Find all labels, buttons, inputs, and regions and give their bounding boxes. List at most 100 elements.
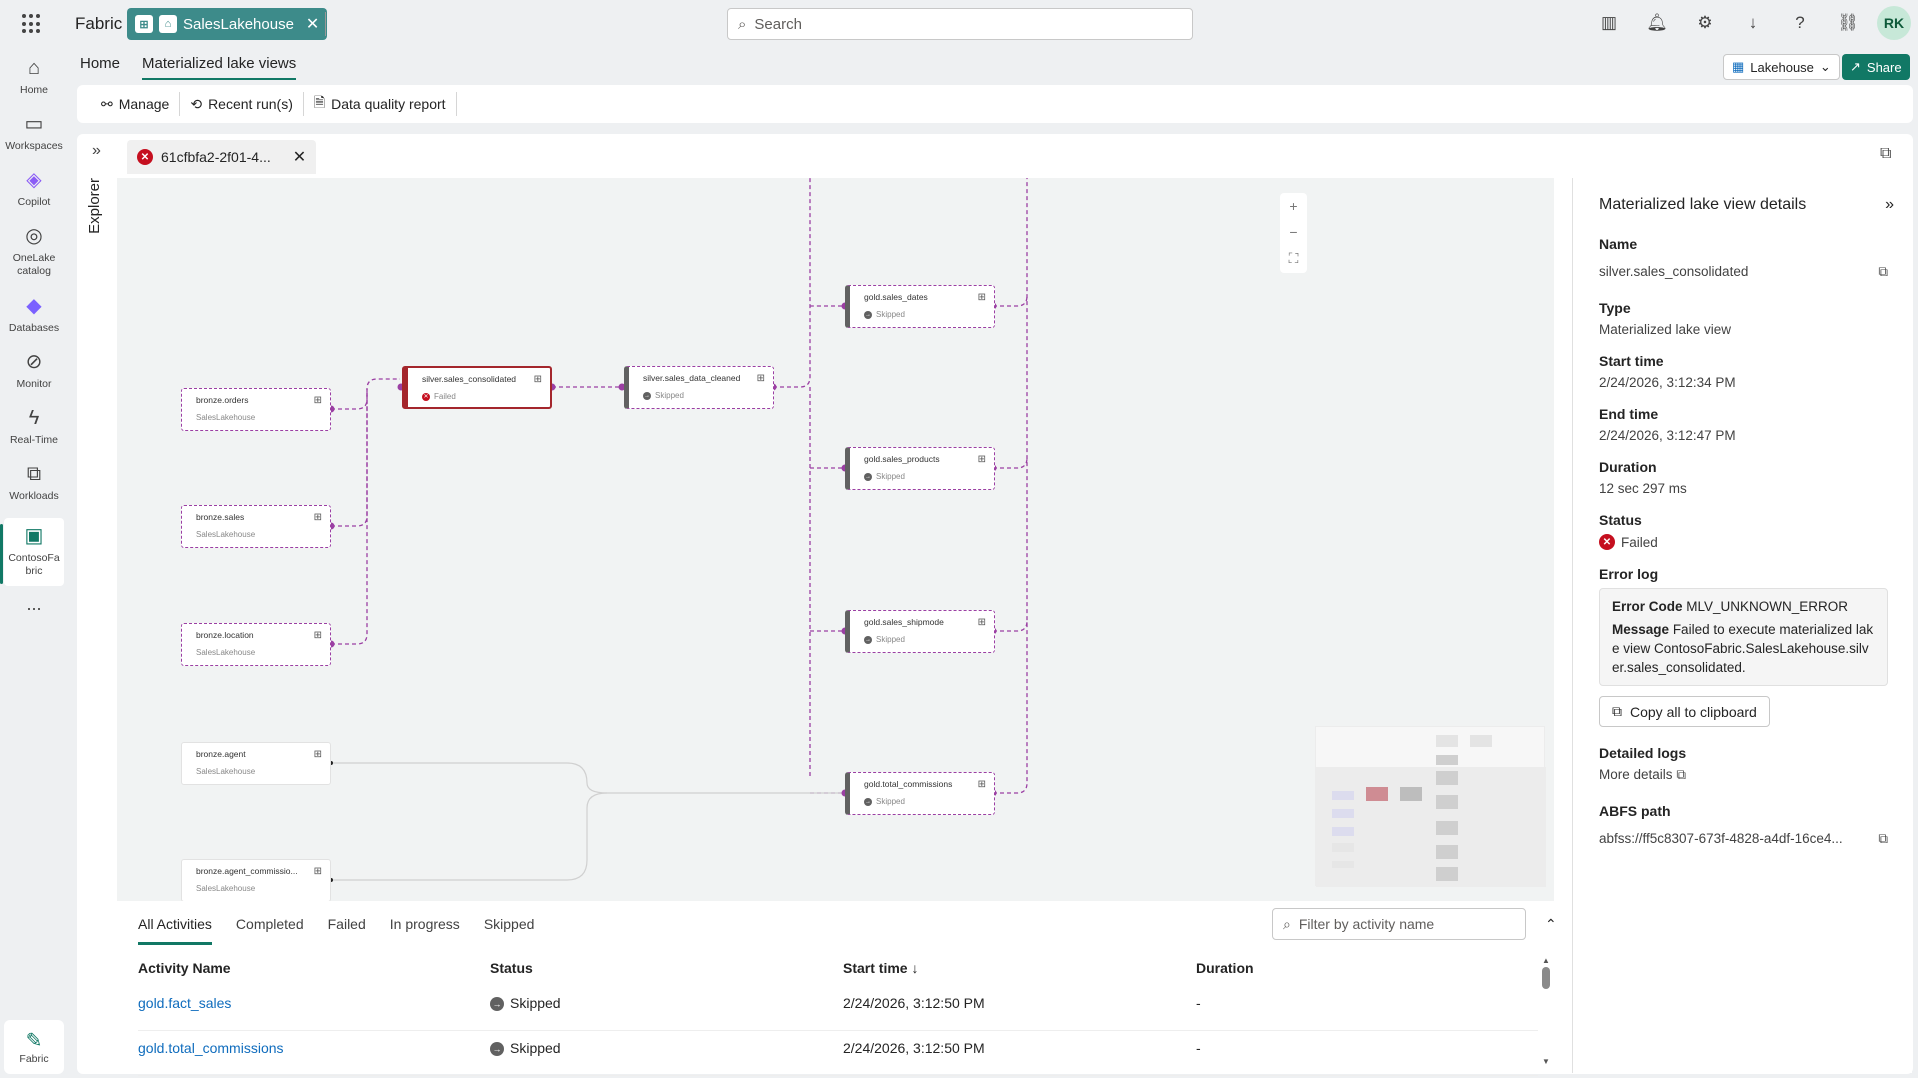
rail-item-databases[interactable]: ◆Databases [8,295,60,334]
zoom-in-icon[interactable]: + [1289,198,1298,214]
tab-materialized-lake-views[interactable]: Materialized lake views [142,55,297,80]
tab-completed[interactable]: Completed [235,916,304,932]
graph-node[interactable]: bronze.sales SalesLakehouse ⊞ [181,505,331,548]
bell-icon[interactable]: 🔔︎ [1646,13,1668,32]
lakehouse-icon: ▦ [1732,59,1745,74]
tab-all-activities[interactable]: All Activities [138,916,212,945]
search-input[interactable]: ⌕ Search [727,8,1193,40]
graph-node[interactable]: bronze.location SalesLakehouse ⊞ [181,623,331,666]
recent-runs-button[interactable]: ⟲Recent run(s) [180,92,304,116]
tab-failed[interactable]: Failed [327,916,366,932]
data-quality-report-button[interactable]: 🗎︎Data quality report [304,92,457,116]
abfs-value: abfss://ff5c8307-673f-4828-a4df-16ce4... [1599,831,1843,846]
copy-icon[interactable]: ⧉ [1880,145,1892,162]
message-value: Failed to execute materialized lake view… [1612,622,1874,675]
expand-explorer-icon[interactable]: » [92,142,101,159]
more-icon[interactable]: ... [26,594,42,614]
graph-node[interactable]: bronze.agent SalesLakehouse ⊞ [181,742,331,785]
lineage-canvas[interactable]: bronze.orders SalesLakehouse ⊞ bronze.sa… [117,178,1554,901]
graph-node[interactable]: silver.sales_data_cleaned →Skipped ⊞ [624,366,774,409]
divider [325,12,326,36]
collapse-icon[interactable]: » [1885,196,1894,213]
avatar[interactable]: RK [1877,6,1911,40]
node-title: bronze.agent [196,749,246,759]
zoom-out-icon[interactable]: − [1289,224,1298,240]
scrollbar[interactable]: ▲ ▼ [1542,956,1550,1066]
error-icon: ✕ [422,392,430,401]
col-start-time[interactable]: Start time ↓ [843,960,919,976]
graph-node[interactable]: gold.sales_shipmode →Skipped ⊞ [845,610,995,653]
table-icon: ⊞ [977,292,986,303]
error-code-value: MLV_UNKNOWN_ERROR [1686,599,1849,614]
help-icon[interactable]: ? [1795,13,1805,32]
tab-in-progress[interactable]: In progress [389,916,460,932]
minimap[interactable] [1315,726,1546,887]
col-activity-name[interactable]: Activity Name [138,960,231,976]
graph-node[interactable]: gold.sales_dates →Skipped ⊞ [845,285,995,328]
rail-item-monitor[interactable]: ⊘Monitor [16,351,52,390]
fit-view-icon[interactable]: ⛶ [1288,250,1299,266]
copy-icon[interactable]: ⧉ [1878,264,1888,279]
activity-name-link[interactable]: gold.fact_sales [138,995,232,1011]
share-button[interactable]: ↗ Share [1842,54,1910,80]
more-details-link[interactable]: More details ⧉ [1599,767,1686,782]
close-icon[interactable]: ✕ [292,149,307,166]
tab-home[interactable]: Home [80,55,121,72]
rail-item-workspaces[interactable]: ▭Workspaces [5,113,63,152]
rail-item-workloads[interactable]: ⧉Workloads [9,463,59,502]
col-duration[interactable]: Duration [1196,960,1254,976]
graph-node[interactable]: gold.total_commissions →Skipped ⊞ [845,772,995,815]
activity-filter-input[interactable]: ⌕ Filter by activity name [1272,908,1526,940]
chevron-down-icon: ⌄ [1819,59,1831,74]
external-link-icon: ⧉ [1676,767,1686,782]
col-status[interactable]: Status [490,960,533,976]
rail-item-contosofabric[interactable]: ▣ContosoFabric [0,518,64,586]
workspaces-icon: ▭ [24,113,44,135]
activity-name-link[interactable]: gold.total_commissions [138,1040,284,1056]
node-title: gold.sales_shipmode [864,617,944,627]
rail-item-onelake[interactable]: ◎OneLake catalog [12,225,56,277]
copy-icon[interactable]: ⧉ [1878,831,1888,846]
layout-icon[interactable]: ▥ [1600,13,1618,32]
lakehouse-dropdown[interactable]: ▦ Lakehouse ⌄ [1723,54,1840,80]
onelake-icon: ◎ [25,225,43,247]
graph-node[interactable]: bronze.agent_commissio... SalesLakehouse… [181,859,331,901]
rail-item-copilot[interactable]: ◈Copilot [17,169,51,208]
table-icon: ⊞ [313,395,322,406]
type-label: Type [1599,300,1631,316]
copy-all-button[interactable]: ⧉Copy all to clipboard [1599,696,1770,727]
brand-label[interactable]: Fabric [75,14,123,33]
fabric-switcher[interactable]: ✎ Fabric [4,1020,64,1074]
node-status: Failed [434,392,456,401]
collapse-up-icon[interactable]: ⌃ [1545,916,1557,932]
share-link-icon[interactable]: ⛓ [1837,13,1859,32]
close-icon[interactable]: ✕ [305,16,320,33]
table-row[interactable]: gold.total_commissions →Skipped 2/24/202… [138,1040,1538,1076]
table-row[interactable]: gold.fact_sales →Skipped 2/24/2026, 3:12… [138,995,1538,1031]
table-icon: ⊞ [756,373,765,384]
skipped-icon: → [864,797,872,806]
run-tab[interactable]: ✕ 61cfbfa2-2f01-4... ✕ [127,140,317,174]
graph-node-failed[interactable]: silver.sales_consolidated ✕Failed ⊞ [402,366,552,409]
rail-item-home[interactable]: ⌂Home [19,57,48,96]
tab-skipped[interactable]: Skipped [483,916,535,932]
detailed-logs-label: Detailed logs [1599,745,1687,761]
explorer-label[interactable]: Explorer [86,178,103,234]
toolbar: ⚯Manage ⟲Recent run(s) 🗎︎Data quality re… [77,85,1913,123]
fabric-switcher-label: Fabric [19,1053,49,1065]
manage-button[interactable]: ⚯Manage [91,92,181,116]
node-subtitle: SalesLakehouse [196,413,256,422]
workspace-tab[interactable]: ⊞ ⌂ SalesLakehouse ✕ [127,8,328,40]
graph-node[interactable]: bronze.orders SalesLakehouse ⊞ [181,388,331,431]
app-launcher-icon[interactable] [22,14,42,34]
graph-node[interactable]: gold.sales_products →Skipped ⊞ [845,447,995,490]
copilot-icon: ◈ [26,169,42,191]
gear-icon[interactable]: ⚙ [1697,13,1713,32]
node-title: bronze.sales [196,512,245,522]
table-icon: ⊞ [977,779,986,790]
duration-value: 12 sec 297 ms [1599,481,1687,496]
download-icon[interactable]: ↓ [1748,13,1758,32]
node-subtitle: SalesLakehouse [196,884,256,893]
databases-icon: ◆ [26,295,42,317]
